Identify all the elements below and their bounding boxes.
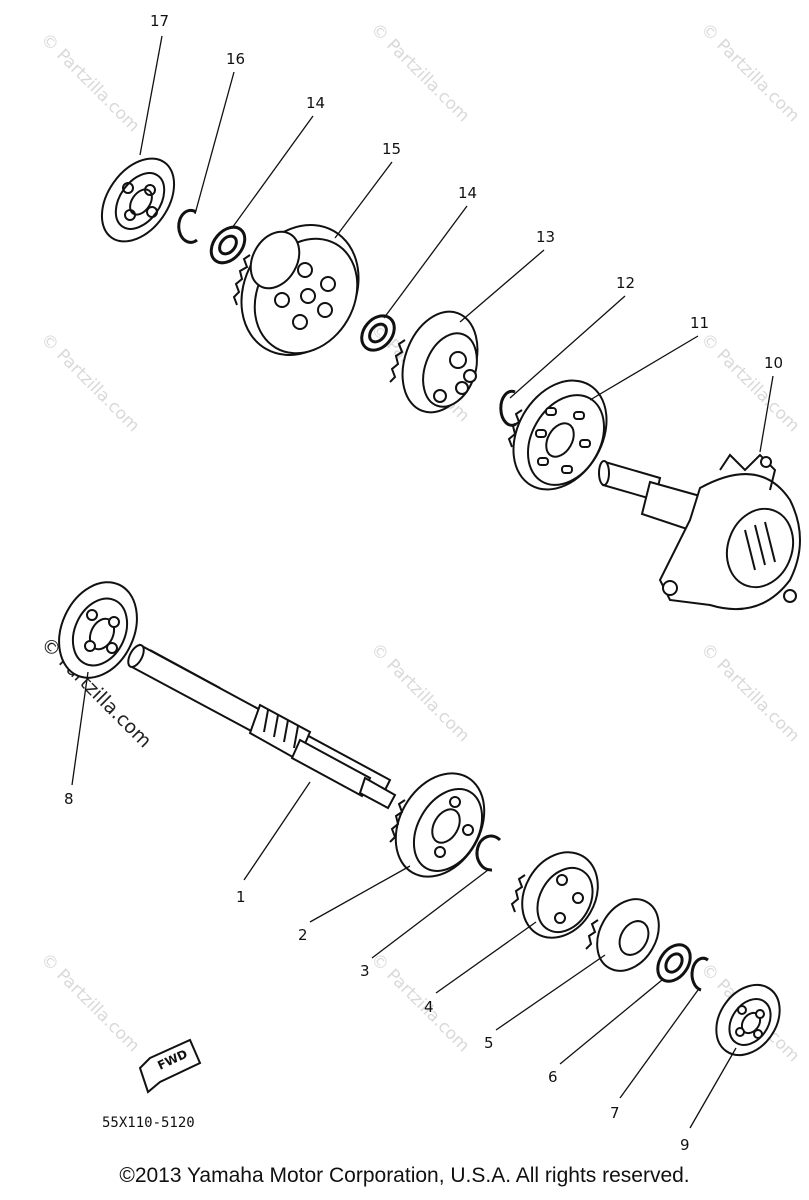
leader-17 xyxy=(139,35,163,156)
callout-14-lower: 14 xyxy=(458,184,477,202)
washer-14-upper xyxy=(204,221,251,270)
copyright-notice: ©2013 Yamaha Motor Corporation, U.S.A. A… xyxy=(119,1164,690,1187)
leader-3 xyxy=(371,869,489,959)
diagram-part-number: 55X110-5120 xyxy=(102,1115,195,1131)
leader-8 xyxy=(71,671,89,786)
circlip-3 xyxy=(477,836,500,870)
callout-10: 10 xyxy=(764,354,783,372)
callout-13: 13 xyxy=(536,228,555,246)
callout-8: 8 xyxy=(64,790,74,808)
watermark-3: © Partzilla.com xyxy=(696,19,803,126)
leader-10 xyxy=(759,375,774,453)
circlip-12 xyxy=(501,391,516,425)
gear-11 xyxy=(495,364,626,506)
callout-1: 1 xyxy=(236,888,246,906)
callout-4: 4 xyxy=(424,998,434,1016)
callout-5: 5 xyxy=(484,1034,494,1052)
watermark-9: © Partzilla.com xyxy=(36,949,143,1056)
watermark-6: © Partzilla.com xyxy=(696,329,803,436)
main-shaft-1 xyxy=(125,643,395,808)
watermark-7: © Partzilla.com xyxy=(366,639,473,746)
gear-4 xyxy=(507,839,613,952)
circlip-7 xyxy=(692,958,708,990)
callout-17: 17 xyxy=(150,12,169,30)
leader-14-lower xyxy=(383,205,468,319)
callout-14-upper: 14 xyxy=(306,94,325,112)
fwd-arrow-icon: FWD xyxy=(138,1038,202,1094)
gear-13 xyxy=(389,301,490,423)
gear-5 xyxy=(585,888,671,982)
leader-13 xyxy=(459,249,545,323)
callout-12: 12 xyxy=(616,274,635,292)
leader-6 xyxy=(559,979,663,1065)
bearing-9 xyxy=(703,973,792,1067)
leader-1 xyxy=(243,781,311,881)
callout-7: 7 xyxy=(610,1104,620,1122)
callout-2: 2 xyxy=(298,926,308,944)
watermark-1: © Partzilla.com xyxy=(36,29,143,136)
leader-12 xyxy=(509,295,626,399)
callout-15: 15 xyxy=(382,140,401,158)
leader-11 xyxy=(589,335,699,401)
watermark-10: © Partzilla.com xyxy=(366,949,473,1056)
callout-3: 3 xyxy=(360,962,370,980)
watermark-2: © Partzilla.com xyxy=(366,19,473,126)
watermark-8: © Partzilla.com xyxy=(696,639,803,746)
leader-5 xyxy=(495,954,606,1031)
callout-9: 9 xyxy=(680,1136,690,1154)
leader-15 xyxy=(334,161,393,239)
leader-lines xyxy=(71,35,774,1129)
bearing-17 xyxy=(87,145,189,255)
gear-15 xyxy=(218,204,381,377)
leader-7 xyxy=(619,989,699,1099)
callout-11: 11 xyxy=(690,314,709,332)
leader-14-upper xyxy=(231,115,314,229)
leader-2 xyxy=(309,865,411,923)
bearing-8 xyxy=(44,569,152,690)
leader-9 xyxy=(689,1047,737,1129)
gear-2 xyxy=(378,757,502,892)
callout-6: 6 xyxy=(548,1068,558,1086)
washer-6 xyxy=(651,939,697,988)
shaft-assembly-10 xyxy=(599,455,804,609)
washer-14-lower xyxy=(355,309,401,356)
callout-16: 16 xyxy=(226,50,245,68)
callout-numbers: 17 16 14 15 14 13 12 11 10 8 1 2 3 4 5 6… xyxy=(64,12,783,1154)
leader-4 xyxy=(435,921,537,994)
watermark-4: © Partzilla.com xyxy=(36,329,143,436)
circlip-16 xyxy=(179,210,197,242)
leader-16 xyxy=(194,71,235,215)
